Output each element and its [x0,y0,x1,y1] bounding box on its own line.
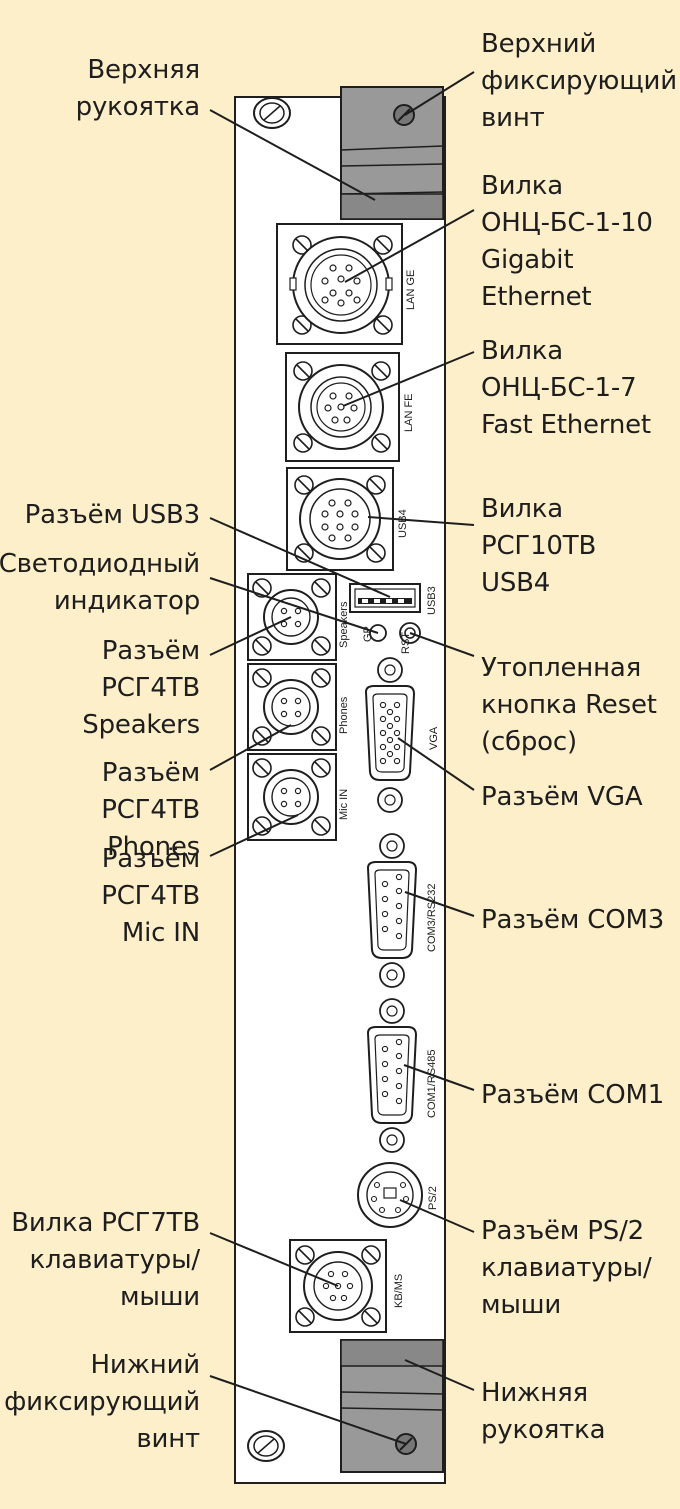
leader-vga [397,737,475,791]
label-reset-button: Утопленная кнопка Reset (сброс) [481,653,657,757]
label-bottom-handle: Нижняя рукоятка [481,1378,606,1445]
label-top-handle: Верхняя рукоятка [75,55,201,122]
leader-usb4 [367,516,475,526]
leader-com3 [404,891,475,917]
leader-usb3 [209,517,391,598]
mark-ps2: PS/2 [427,1186,439,1210]
mark-rst: RST [400,632,412,654]
label-kbms-plug: Вилка РСГ7ТВ клавиатуры/ мыши [11,1208,200,1312]
leader-reset [409,632,475,657]
mark-lan-ge: LAN GE [405,270,417,310]
label-ps2-socket: Разъём PS/2 клавиатуры/ мыши [481,1216,652,1320]
phones-connector-icon [247,663,337,751]
leader-speakers [209,616,292,656]
label-com1-socket: Разъём COM1 [481,1080,665,1110]
mark-com3: COM3/RS232 [426,884,438,952]
leader-ps2 [399,1199,475,1233]
mark-usb3: USB3 [426,586,438,615]
label-usb3-socket: Разъём USB3 [24,500,201,530]
mark-usb4: USB4 [397,509,409,538]
leader-top-handle [209,109,376,201]
label-phones-socket: Разъём РСГ4ТВ Phones [101,758,200,862]
leader-top-screw [404,71,475,116]
vga-connector-icon [364,657,416,813]
mark-phones: Phones [338,696,350,734]
mark-com1: COM1/RS485 [426,1050,438,1118]
usb4-connector-icon [286,467,394,571]
leader-bottom-handle [404,1359,475,1391]
panel-mount-screw-bottom-icon [247,1430,285,1462]
mark-mic-in: Mic IN [338,789,350,820]
leader-com1 [403,1064,475,1091]
leader-led [209,577,379,634]
panel-mount-screw-top-icon [253,97,291,129]
label-led-indicator: Светодиодный индикатор [0,549,200,616]
leader-bottom-screw [209,1375,407,1445]
usb3-port-icon [349,583,421,613]
label-speakers-socket: Разъём РСГ4ТВ Speakers [82,636,200,740]
mic-in-connector-icon [247,753,337,841]
com1-connector-icon [366,998,418,1153]
speakers-connector-icon [247,573,337,661]
mark-speakers: Speakers [338,601,350,648]
label-lan-ge-plug: Вилка ОНЦ-БС-1-10 Gigabit Ethernet [481,171,653,312]
leader-lines [209,71,475,1445]
com3-connector-icon [366,833,418,988]
label-lan-fe-plug: Вилка ОНЦ-БС-1-7 Fast Ethernet [481,336,651,440]
mark-lan-fe: LAN FE [403,393,415,432]
mark-kbms: KB/MS [393,1274,405,1308]
label-usb4-plug: Вилка РСГ10ТВ USB4 [481,494,597,598]
top-handle-icon [340,86,444,220]
leader-lan-fe [342,351,475,407]
label-bottom-screw: Нижний фиксирующий винт [4,1350,200,1454]
leader-phones [209,724,292,771]
ps2-connector-icon [357,1162,423,1228]
label-mic-socket: Разъём РСГ4ТВ Mic IN [101,844,200,948]
bottom-handle-icon [340,1339,444,1473]
lan-ge-connector-icon [276,223,403,345]
label-com3-socket: Разъём COM3 [481,905,665,935]
leader-mic-in [209,814,299,857]
label-vga-socket: Разъём VGA [481,782,643,812]
mark-vga: VGA [428,726,440,750]
leader-lan-ge [344,209,475,283]
leader-kbms [209,1232,339,1287]
lan-fe-connector-icon [285,352,400,462]
label-top-screw: Верхний фиксирующий винт [481,29,677,133]
